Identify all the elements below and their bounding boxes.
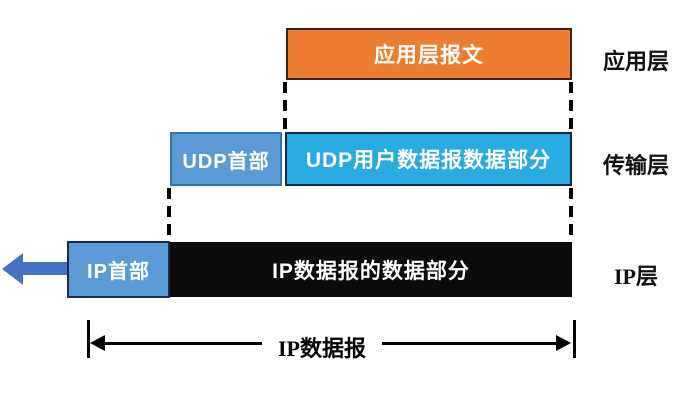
ip-datagram-span-label: IP数据报	[277, 336, 366, 361]
measure-right-arrowhead-icon	[556, 335, 571, 351]
udp-data-label: UDP用户数据报数据部分	[305, 149, 552, 172]
application-message-label: 应用层报文	[374, 44, 484, 67]
ip-layer-label: IP层	[613, 264, 658, 289]
dashed-connector-app-left	[283, 82, 287, 132]
measure-line-left	[102, 342, 262, 345]
udp-header-label: UDP首部	[182, 150, 270, 173]
ip-data-box: IP数据报的数据部分	[170, 242, 572, 297]
send-direction-arrow-icon	[2, 253, 23, 285]
udp-data-box: UDP用户数据报数据部分	[285, 132, 572, 186]
ip-data-label: IP数据报的数据部分	[272, 259, 470, 283]
measure-line-right	[382, 342, 558, 345]
ip-header-box: IP首部	[67, 241, 170, 298]
measure-left-arrowhead-icon	[90, 335, 105, 351]
dashed-connector-app-right	[569, 82, 573, 132]
measure-tick-left	[87, 320, 90, 358]
send-direction-arrow-tail	[22, 262, 68, 275]
dashed-connector-transport-left	[167, 188, 171, 241]
transport-layer-label: 传输层	[602, 153, 669, 178]
application-layer-label: 应用层	[602, 49, 669, 74]
dashed-connector-transport-right	[569, 188, 573, 242]
udp-header-box: UDP首部	[170, 132, 282, 186]
measure-tick-right	[573, 320, 576, 358]
ip-header-label: IP首部	[87, 261, 150, 283]
application-message-box: 应用层报文	[286, 28, 572, 80]
